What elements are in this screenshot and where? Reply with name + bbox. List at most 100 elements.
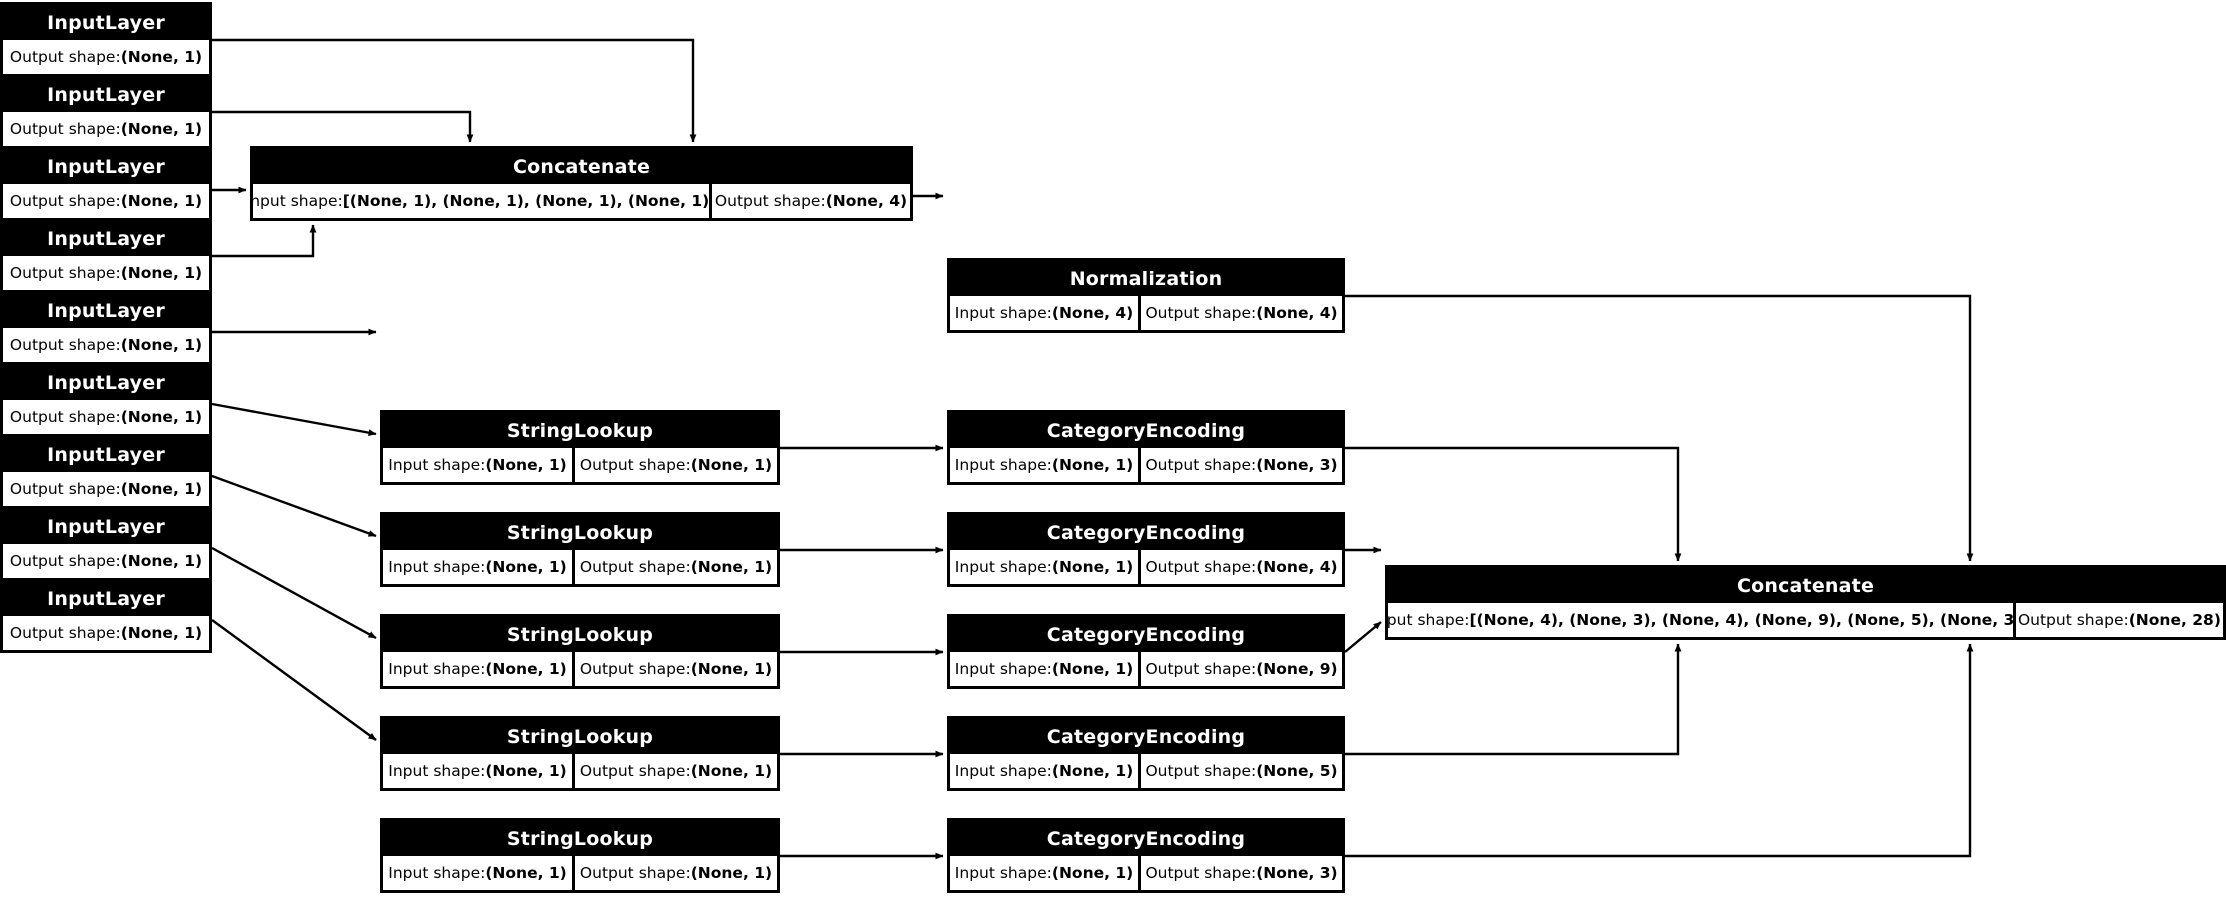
- node-input_1-output-shape-value: (None, 1): [120, 48, 203, 66]
- edge-input9-sl5: [211, 619, 377, 741]
- node-categoryencoding_2-title: CategoryEncoding: [950, 515, 1342, 550]
- node-categoryencoding_5-output-shape-label: Output shape:: [1145, 864, 1257, 882]
- node-input_6-title: InputLayer: [3, 365, 209, 400]
- node-input_9-shapes: Output shape: (None, 1): [3, 616, 209, 650]
- node-concat_final-input-shape-label: Input shape:: [1388, 611, 1470, 629]
- node-concat_final-output-shape-label: Output shape:: [2017, 611, 2129, 629]
- node-categoryencoding_5-input-shape-label: Input shape:: [954, 864, 1052, 882]
- node-categoryencoding_3-shapes: Input shape: (None, 1)Output shape: (Non…: [950, 652, 1342, 686]
- node-categoryencoding_4-shapes: Input shape: (None, 1)Output shape: (Non…: [950, 754, 1342, 788]
- node-input_1-title: InputLayer: [3, 5, 209, 40]
- node-stringlookup_5-shapes: Input shape: (None, 1)Output shape: (Non…: [383, 856, 777, 890]
- node-input_3-shapes: Output shape: (None, 1): [3, 184, 209, 218]
- node-concat_final-input-shape: Input shape: [(None, 4), (None, 3), (Non…: [1388, 603, 2013, 637]
- edge-ce4-concatfinal: [1345, 643, 1682, 756]
- node-categoryencoding_1-output-shape-label: Output shape:: [1145, 456, 1257, 474]
- node-input_2-title: InputLayer: [3, 77, 209, 112]
- node-categoryencoding_4-output-shape: Output shape: (None, 5): [1141, 754, 1342, 788]
- node-input_3-output-shape-value: (None, 1): [120, 192, 203, 210]
- edge-input7-sl3: [211, 474, 377, 538]
- node-input_9-output-shape: Output shape: (None, 1): [3, 616, 209, 650]
- node-categoryencoding_5-input-shape-value: (None, 1): [1051, 864, 1134, 882]
- node-stringlookup_3-input-shape-label: Input shape:: [388, 660, 486, 678]
- node-normalization-title: Normalization: [950, 261, 1342, 296]
- edge-normalization-concatfinal: [1345, 294, 1974, 562]
- node-input_4-output-shape: Output shape: (None, 1): [3, 256, 209, 290]
- node-concat_final-input-shape-value: [(None, 4), (None, 3), (None, 4), (None,…: [1469, 611, 2013, 629]
- node-categoryencoding_1-input-shape-value: (None, 1): [1051, 456, 1134, 474]
- node-categoryencoding_1-output-shape: Output shape: (None, 3): [1141, 448, 1342, 482]
- node-input_5-output-shape-label: Output shape:: [9, 336, 121, 354]
- node-categoryencoding_3-title: CategoryEncoding: [950, 617, 1342, 652]
- node-normalization-output-shape-value: (None, 4): [1256, 304, 1338, 322]
- node-categoryencoding_1-input-shape-label: Input shape:: [954, 456, 1052, 474]
- node-stringlookup_1-output-shape-label: Output shape:: [579, 456, 691, 474]
- node-categoryencoding_5-output-shape: Output shape: (None, 3): [1141, 856, 1342, 890]
- node-stringlookup_4-output-shape: Output shape: (None, 1): [575, 754, 777, 788]
- node-normalization-input-shape: Input shape: (None, 4): [950, 296, 1139, 330]
- node-stringlookup_5-output-shape-value: (None, 1): [690, 864, 773, 882]
- node-input_4-output-shape-label: Output shape:: [9, 264, 121, 282]
- node-stringlookup_4-output-shape-label: Output shape:: [579, 762, 691, 780]
- node-input_4-output-shape-value: (None, 1): [120, 264, 203, 282]
- node-stringlookup_3-output-shape-value: (None, 1): [690, 660, 773, 678]
- node-stringlookup_2-output-shape-label: Output shape:: [579, 558, 691, 576]
- node-stringlookup_3-output-shape-label: Output shape:: [579, 660, 691, 678]
- node-stringlookup_2-output-shape: Output shape: (None, 1): [575, 550, 777, 584]
- node-concat_numeric-output-shape-label: Output shape:: [714, 192, 826, 210]
- node-categoryencoding_3-output-shape-label: Output shape:: [1145, 660, 1257, 678]
- node-stringlookup_5-output-shape: Output shape: (None, 1): [575, 856, 777, 890]
- node-concat_numeric-title: Concatenate: [253, 149, 910, 184]
- node-categoryencoding_3-input-shape-value: (None, 1): [1051, 660, 1134, 678]
- node-input_8-output-shape: Output shape: (None, 1): [3, 544, 209, 578]
- node-input_6-shapes: Output shape: (None, 1): [3, 400, 209, 434]
- node-categoryencoding_2-input-shape: Input shape: (None, 1): [950, 550, 1139, 584]
- edge-input1-concat: [212, 38, 697, 143]
- node-categoryencoding_4-title: CategoryEncoding: [950, 719, 1342, 754]
- node-stringlookup_1-shapes: Input shape: (None, 1)Output shape: (Non…: [383, 448, 777, 482]
- node-stringlookup_1-output-shape: Output shape: (None, 1): [575, 448, 777, 482]
- node-concat_numeric-output-shape-value: (None, 4): [825, 192, 908, 210]
- node-categoryencoding_2-output-shape-label: Output shape:: [1145, 558, 1257, 576]
- node-input_5-shapes: Output shape: (None, 1): [3, 328, 209, 362]
- node-stringlookup_1-input-shape-label: Input shape:: [388, 456, 486, 474]
- node-concat_final-shapes: Input shape: [(None, 4), (None, 3), (Non…: [1388, 603, 2223, 637]
- node-concat_numeric-input-shape: Input shape: [(None, 1), (None, 1), (Non…: [253, 184, 709, 218]
- node-input_5-output-shape-value: (None, 1): [120, 336, 203, 354]
- node-concat_numeric-input-shape-label: Input shape:: [253, 192, 343, 210]
- node-concat_numeric-input-shape-value: [(None, 1), (None, 1), (None, 1), (None,…: [342, 192, 709, 210]
- node-categoryencoding_3-output-shape-value: (None, 9): [1256, 660, 1338, 678]
- node-categoryencoding_4-output-shape-label: Output shape:: [1145, 762, 1257, 780]
- edge-input6-sl2: [211, 402, 377, 436]
- edge-ce5-concatfinal: [1345, 643, 1974, 858]
- node-input_4-shapes: Output shape: (None, 1): [3, 256, 209, 290]
- node-concat_numeric-shapes: Input shape: [(None, 1), (None, 1), (Non…: [253, 184, 910, 218]
- node-normalization-output-shape-label: Output shape:: [1145, 304, 1257, 322]
- node-input_7-output-shape: Output shape: (None, 1): [3, 472, 209, 506]
- node-input_8-title: InputLayer: [3, 509, 209, 544]
- node-categoryencoding_2-input-shape-value: (None, 1): [1051, 558, 1134, 576]
